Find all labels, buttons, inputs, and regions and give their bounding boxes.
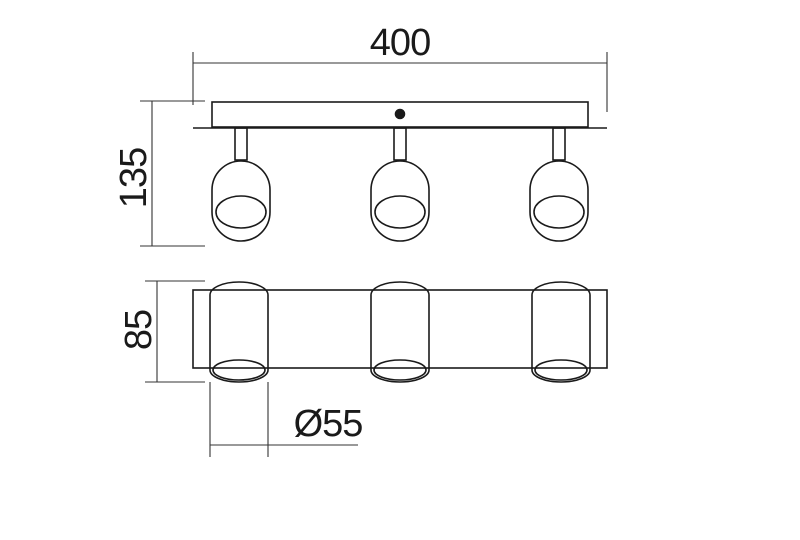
spotlight-head-outline	[211, 160, 271, 242]
diameter-label: Ø55	[294, 403, 363, 445]
spotlight-lens	[215, 195, 267, 229]
front-cylinder-rim	[373, 359, 427, 381]
front-mounting-bar	[192, 289, 608, 369]
front-cylinder	[209, 281, 269, 383]
height-side-label: 135	[113, 148, 155, 208]
front-spotlight-2	[370, 281, 430, 383]
front-cylinder	[370, 281, 430, 383]
dimension-lines	[140, 52, 608, 457]
spotlight-stem	[234, 127, 248, 161]
spotlight-head-outline	[529, 160, 589, 242]
mounting-screw	[394, 108, 406, 120]
front-cylinder-rim	[534, 359, 588, 381]
front-spotlight-3	[531, 281, 591, 383]
dimension-labels: 400 135 85 Ø55	[113, 22, 431, 445]
height-front-label: 85	[118, 310, 160, 350]
width-label: 400	[370, 22, 430, 64]
side-spotlight-2	[370, 127, 430, 242]
spotlight-head-outline	[370, 160, 430, 242]
spotlight-stem	[393, 127, 407, 161]
side-view	[193, 101, 607, 242]
front-view	[192, 281, 608, 383]
spotlight-lens	[374, 195, 426, 229]
mounting-plate	[211, 101, 589, 128]
front-cylinder	[531, 281, 591, 383]
spotlight-stem	[552, 127, 566, 161]
spotlight-lens	[533, 195, 585, 229]
side-spotlight-3	[529, 127, 589, 242]
front-cylinder-rim	[212, 359, 266, 381]
front-spotlight-1	[209, 281, 269, 383]
side-spotlight-1	[211, 127, 271, 242]
